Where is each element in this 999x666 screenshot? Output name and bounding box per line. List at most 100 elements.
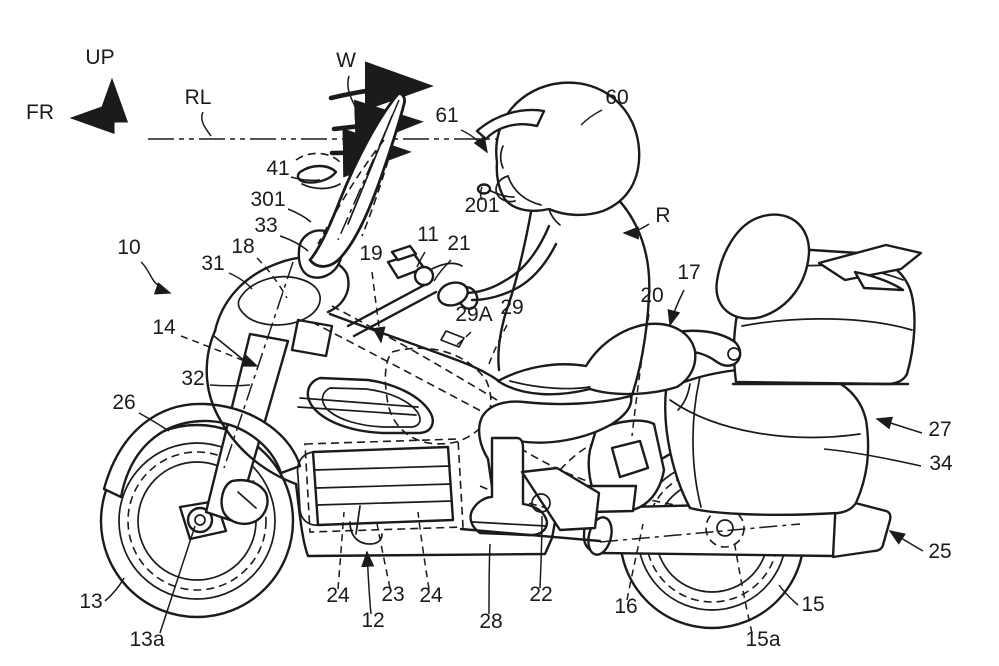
ref-label-n33: 33 xyxy=(254,214,277,237)
front-fender xyxy=(102,402,302,499)
leader-n28 xyxy=(488,543,491,615)
ref-label-n24b: 24 xyxy=(419,584,443,607)
leader-n11 xyxy=(416,251,426,268)
leader-n20 xyxy=(631,313,650,437)
leader-n24a xyxy=(337,511,345,590)
brake-caliper xyxy=(220,479,269,525)
leader-n301 xyxy=(287,208,312,223)
leader-n25 xyxy=(888,530,924,552)
ref-label-n18: 18 xyxy=(231,235,254,258)
ref-label-rl: RL xyxy=(185,86,212,109)
trunk-spoiler-fin xyxy=(853,270,905,292)
ref-label-n41: 41 xyxy=(266,157,289,180)
ref-label-n61: 61 xyxy=(435,104,458,127)
ref-label-n34: 34 xyxy=(929,452,953,475)
leader-n23 xyxy=(375,517,391,589)
wind-arrow-middle xyxy=(331,99,424,149)
engine-block xyxy=(296,438,464,533)
ref-label-up: UP xyxy=(85,46,114,69)
front-axle xyxy=(186,506,214,534)
ref-label-n27: 27 xyxy=(928,418,951,441)
leader-n18 xyxy=(256,257,288,299)
rider-chest xyxy=(497,210,533,372)
leader-n34 xyxy=(823,448,922,467)
brake-lever xyxy=(429,262,463,271)
ref-label-n23: 23 xyxy=(381,583,404,606)
rider-jaw xyxy=(507,175,542,206)
wind-deflector xyxy=(296,164,338,184)
rider-hand xyxy=(437,281,469,307)
leader-n12 xyxy=(361,550,375,615)
saddlebag xyxy=(664,366,870,517)
ref-label-n19: 19 xyxy=(359,242,382,265)
ref-label-n14: 14 xyxy=(152,316,176,339)
ref-label-n13: 13 xyxy=(79,590,102,613)
leader-n24b xyxy=(417,511,430,590)
hidden-exhaust-line xyxy=(519,447,693,509)
ref-label-n24a: 24 xyxy=(326,584,350,607)
orientation-axes xyxy=(69,77,129,135)
leader-n19 xyxy=(371,271,386,344)
leader-n16 xyxy=(626,523,644,601)
wind-arrow-top xyxy=(328,61,434,111)
ref-label-n16: 16 xyxy=(614,595,637,618)
ref-label-n20: 20 xyxy=(640,284,663,307)
muffler-end-cap xyxy=(831,496,892,559)
leader-n15 xyxy=(778,584,799,606)
rider-arm-top xyxy=(462,224,551,295)
swingarm-pivot xyxy=(716,519,734,537)
leader-n41 xyxy=(290,176,321,182)
leader-n13 xyxy=(104,577,125,602)
leader-n29a xyxy=(456,331,472,346)
ref-label-n21: 21 xyxy=(447,232,470,255)
tank-sensor xyxy=(440,330,465,348)
leader-n21 xyxy=(433,259,452,282)
leader-n27 xyxy=(875,416,923,434)
trunk-spoiler xyxy=(817,243,923,282)
ref-label-n301: 301 xyxy=(250,188,285,211)
ref-label-n26: 26 xyxy=(112,391,135,414)
ref-label-n25: 25 xyxy=(928,540,951,563)
ref-label-n32: 32 xyxy=(181,367,204,390)
ref-label-n22: 22 xyxy=(529,583,552,606)
ref-label-n201: 201 xyxy=(464,194,499,217)
leader-n33 xyxy=(279,235,309,252)
ref-label-n11: 11 xyxy=(417,223,439,246)
master-cylinder xyxy=(413,265,435,287)
leader-n26 xyxy=(138,412,170,432)
leader-n201 xyxy=(479,186,483,201)
ref-label-n13a: 13a xyxy=(129,628,164,651)
fairing-vent-pocket xyxy=(306,376,434,435)
bracket-pivot xyxy=(531,493,551,513)
ref-label-w: W xyxy=(336,49,356,72)
leader-n17 xyxy=(667,289,685,327)
ref-label-n12: 12 xyxy=(361,609,384,632)
footpeg-bracket xyxy=(520,466,601,532)
rider xyxy=(437,81,651,543)
footpeg-bar xyxy=(459,527,602,543)
windscreen xyxy=(295,92,406,268)
microphone xyxy=(476,183,492,195)
ref-label-r: R xyxy=(655,204,670,227)
leader-rl xyxy=(200,111,212,137)
seat xyxy=(496,322,697,411)
leader-r xyxy=(622,223,650,240)
front-fork xyxy=(204,318,334,525)
leader-n31 xyxy=(228,272,253,290)
leader-n22 xyxy=(539,515,543,589)
ref-label-n15: 15 xyxy=(801,593,824,616)
ref-label-n29: 29 xyxy=(500,296,523,319)
ref-label-n31: 31 xyxy=(201,252,224,275)
ref-label-n28: 28 xyxy=(479,610,502,633)
passenger-backrest-pad xyxy=(715,213,811,320)
ref-label-n17: 17 xyxy=(677,261,700,284)
leader-n29 xyxy=(488,324,508,365)
leader-n61 xyxy=(460,129,488,154)
fork-top-clamp xyxy=(290,318,334,358)
ref-label-n15a: 15a xyxy=(745,628,780,651)
leader-n14 xyxy=(180,335,259,367)
leader-lines xyxy=(104,75,924,634)
